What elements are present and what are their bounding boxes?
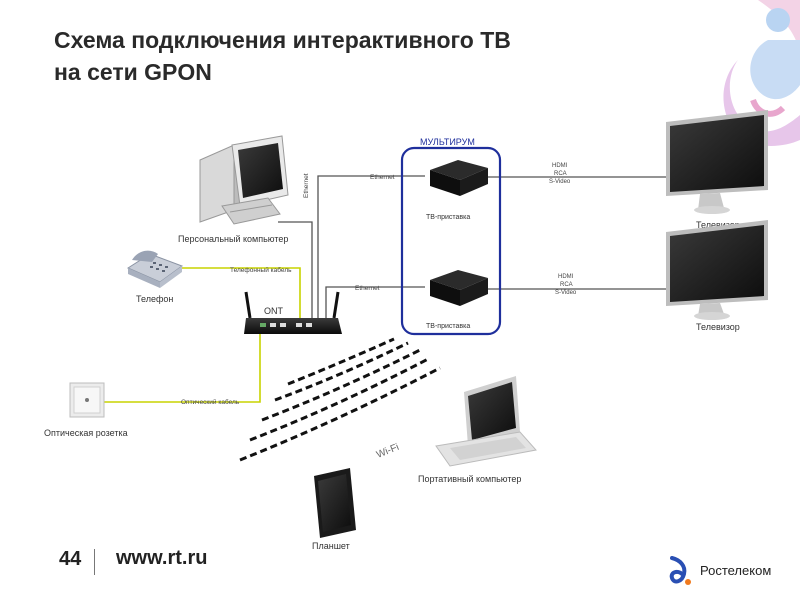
- tablet-icon: [314, 468, 356, 538]
- page-number: 44: [59, 548, 82, 570]
- ont-router-icon: [244, 291, 342, 334]
- footer-url-link[interactable]: www.rt.ru: [116, 547, 208, 569]
- av-bottom-svideo: S-Video: [555, 290, 577, 296]
- ethernet-bottom-label: Ethernet: [355, 285, 380, 292]
- footer-divider: [94, 549, 95, 575]
- tv-top-icon: [666, 110, 768, 214]
- av-labels-bottom: HDMI RCA S-Video: [555, 274, 577, 296]
- pc-icon: [199, 135, 289, 225]
- av-bottom-hdmi: HDMI: [558, 274, 574, 280]
- optical-outlet-icon: [69, 382, 105, 418]
- av-labels-top: HDMI RCA S-Video: [549, 163, 571, 185]
- laptop-label: Портативный компьютер: [418, 474, 521, 484]
- ethernet-cables: [278, 175, 666, 330]
- ont-label: ONT: [264, 306, 284, 316]
- av-top-hdmi: HDMI: [552, 163, 568, 169]
- wifi-label: Wi-Fi: [375, 442, 401, 461]
- phone-label: Телефон: [136, 294, 173, 304]
- multiroom-label: МУЛЬТИРУМ: [420, 137, 475, 147]
- optical-outlet-label: Оптическая розетка: [44, 428, 128, 438]
- stb-top-icon: [430, 160, 488, 196]
- stb-bottom-icon: [430, 270, 488, 306]
- tv-top-label: Телевизор: [696, 220, 740, 230]
- page-title: Схема подключения интерактивного ТВ на с…: [54, 24, 511, 88]
- tv-bottom-label: Телевизор: [696, 322, 740, 332]
- pc-label: Персональный компьютер: [178, 234, 288, 244]
- phone-cable-label: Телефонный кабель: [230, 266, 292, 274]
- title-line-1: Схема подключения интерактивного ТВ: [54, 27, 511, 53]
- tv-bottom-icon: [666, 220, 768, 320]
- av-bottom-rca: RCA: [560, 282, 573, 288]
- rostelecom-logo-icon: [669, 556, 691, 585]
- ethernet-vertical-label: Ethernet: [303, 173, 310, 198]
- av-top-svideo: S-Video: [549, 179, 571, 185]
- multiroom-frame: [400, 146, 502, 336]
- green-cables: [98, 267, 301, 403]
- optical-cable-label: Оптический кабель: [181, 398, 240, 406]
- stb-bottom-label: ТВ-приставка: [426, 323, 470, 330]
- av-top-rca: RCA: [554, 171, 567, 177]
- stb-top-label: ТВ-приставка: [426, 214, 470, 221]
- brand-name: Ростелеком: [700, 563, 772, 578]
- tablet-label: Планшет: [312, 541, 350, 551]
- title-line-2: на сети GPON: [54, 59, 212, 85]
- phone-icon: [126, 250, 184, 288]
- wifi-waves: [239, 337, 441, 462]
- laptop-icon: [435, 376, 537, 467]
- ethernet-top-label: Ethernet: [370, 174, 395, 181]
